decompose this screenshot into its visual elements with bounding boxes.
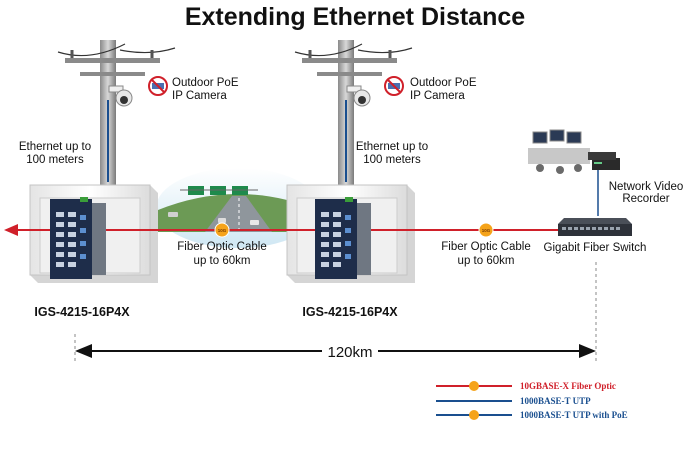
nvr-label-line1: Network Video: [609, 181, 684, 193]
nvr-label-line2: Recorder: [622, 193, 669, 205]
fiber-badge-icon: 10G: [214, 222, 230, 238]
distance-label: 120km: [327, 344, 372, 361]
utility-pole-2: [294, 40, 413, 185]
distance-label-bg: [322, 341, 378, 361]
legend-label-utp-poe: 1000BASE-T UTP with PoE: [520, 410, 628, 420]
switch-model-label-1: IGS-4215-16P4X: [34, 305, 130, 319]
fiber-label-line2: up to 60km: [194, 255, 251, 267]
legend-item-fiber: 10GBASE-X Fiber Optic: [436, 381, 616, 391]
legend-marker-icon: [469, 410, 479, 420]
camera-label-line2: IP Camera: [172, 90, 227, 102]
legend: 10GBASE-X Fiber Optic 1000BASE-T UTP 100…: [436, 381, 628, 420]
legend-label-utp: 1000BASE-T UTP: [520, 396, 591, 406]
badge-text: 10G: [218, 228, 227, 233]
legend-item-utp-poe: 1000BASE-T UTP with PoE: [436, 410, 628, 420]
industrial-switch-2: [315, 197, 371, 279]
ethernet-label-line2: 100 meters: [363, 154, 421, 166]
fiber-badge-icon: 10G: [478, 222, 494, 238]
legend-marker-icon: [469, 381, 479, 391]
legend-label-fiber: 10GBASE-X Fiber Optic: [520, 381, 616, 391]
fiber-label-line1: Fiber Optic Cable: [177, 241, 266, 253]
ethernet-label-line1: Ethernet up to: [356, 141, 428, 153]
industrial-switch-1: [50, 197, 106, 279]
ptz-camera-icon: [346, 85, 371, 107]
legend-item-utp: 1000BASE-T UTP: [436, 396, 591, 406]
control-room-icon: [528, 129, 590, 174]
fiber-label-line2: up to 60km: [458, 255, 515, 267]
no-battery-icon: [384, 76, 404, 96]
switch-model-label-2: IGS-4215-16P4X: [302, 305, 398, 319]
gigabit-fiber-switch-icon: [558, 218, 632, 236]
diagram-title: Extending Ethernet Distance: [185, 3, 525, 31]
camera-label-line1: Outdoor PoE: [172, 77, 239, 89]
fiber-link-left: [4, 224, 50, 236]
ethernet-label-line2: 100 meters: [26, 154, 84, 166]
utility-pole-1: [57, 40, 176, 185]
badge-text: 10G: [482, 228, 491, 233]
ptz-camera-icon: [108, 85, 133, 107]
nvr-icon: [588, 152, 620, 170]
highway-scene-image: [156, 168, 320, 248]
no-battery-icon: [148, 76, 168, 96]
camera-label-line1: Outdoor PoE: [410, 77, 477, 89]
ethernet-label-line1: Ethernet up to: [19, 141, 91, 153]
fiber-label-line1: Fiber Optic Cable: [441, 241, 530, 253]
gigabit-switch-label: Gigabit Fiber Switch: [544, 242, 647, 254]
camera-label-line2: IP Camera: [410, 90, 465, 102]
